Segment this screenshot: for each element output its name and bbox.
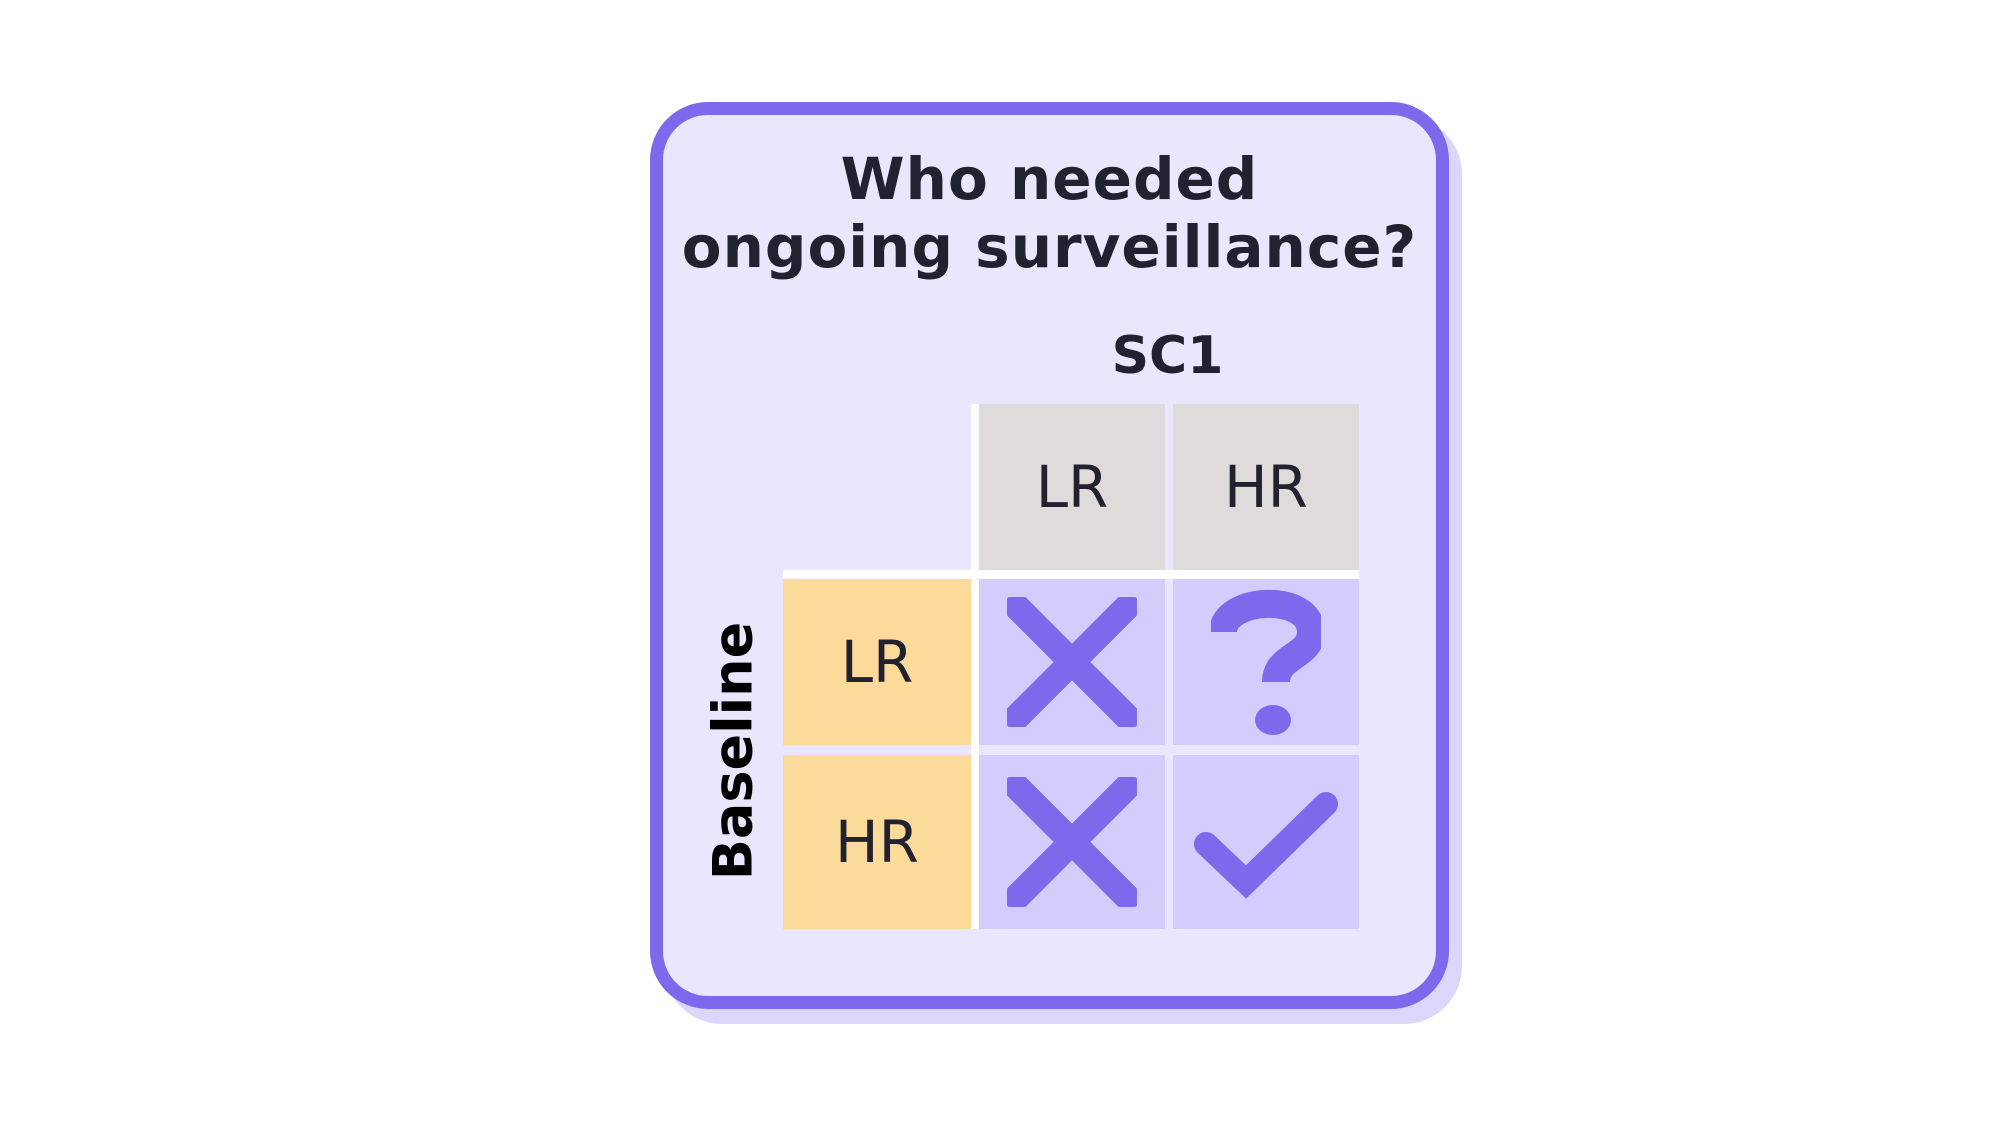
cell-hr-hr xyxy=(1173,755,1359,929)
row-header-label: LR xyxy=(840,628,914,696)
row-header-label: HR xyxy=(835,808,919,876)
cell-lr-hr xyxy=(1173,579,1359,745)
cell-hr-lr xyxy=(979,755,1165,929)
row-axis-label: Baseline xyxy=(701,621,765,881)
grid-divider xyxy=(783,570,1359,579)
title-line-1: Who needed xyxy=(840,145,1259,213)
column-header-label: HR xyxy=(1224,453,1308,521)
grid-divider xyxy=(971,404,979,929)
question-icon xyxy=(1211,589,1321,735)
column-header-lr: LR xyxy=(979,404,1165,570)
title-line-2: ongoing surveillance? xyxy=(681,213,1418,281)
column-header-label: LR xyxy=(1035,453,1109,521)
row-header-lr: LR xyxy=(783,579,971,745)
row-header-hr: HR xyxy=(783,755,971,929)
column-header-hr: HR xyxy=(1173,404,1359,570)
cross-icon xyxy=(1007,597,1137,727)
column-axis-label: SC1 xyxy=(1111,326,1224,386)
cross-icon xyxy=(1007,777,1137,907)
cell-lr-lr xyxy=(979,579,1165,745)
check-icon xyxy=(1194,792,1338,899)
title: Who needed ongoing surveillance? xyxy=(650,145,1449,281)
